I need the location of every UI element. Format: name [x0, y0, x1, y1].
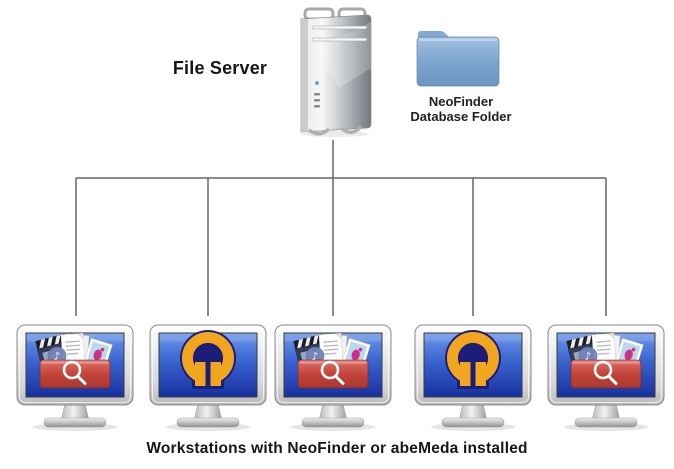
file-server-label: File Server [172, 58, 268, 78]
workstation-monitor-5 [547, 324, 665, 432]
folder-label-line2: Database Folder [410, 109, 512, 124]
workstation-monitor-4 [414, 324, 532, 432]
database-folder-label: NeoFinder Database Folder [386, 94, 536, 124]
neofinder-app-icon [293, 333, 370, 388]
workstation-monitor-1 [16, 324, 134, 432]
folder-label-line1: NeoFinder [428, 94, 494, 109]
neofinder-app-icon [35, 333, 112, 388]
workstations-caption: Workstations with NeoFinder or abeMeda i… [146, 440, 528, 457]
workstation-monitor-2 [149, 324, 267, 432]
workstation-monitor-3 [274, 324, 392, 432]
neofinder-app-icon [566, 333, 643, 388]
mac-pro-tower-icon [287, 6, 381, 138]
blue-folder-icon [410, 24, 506, 92]
